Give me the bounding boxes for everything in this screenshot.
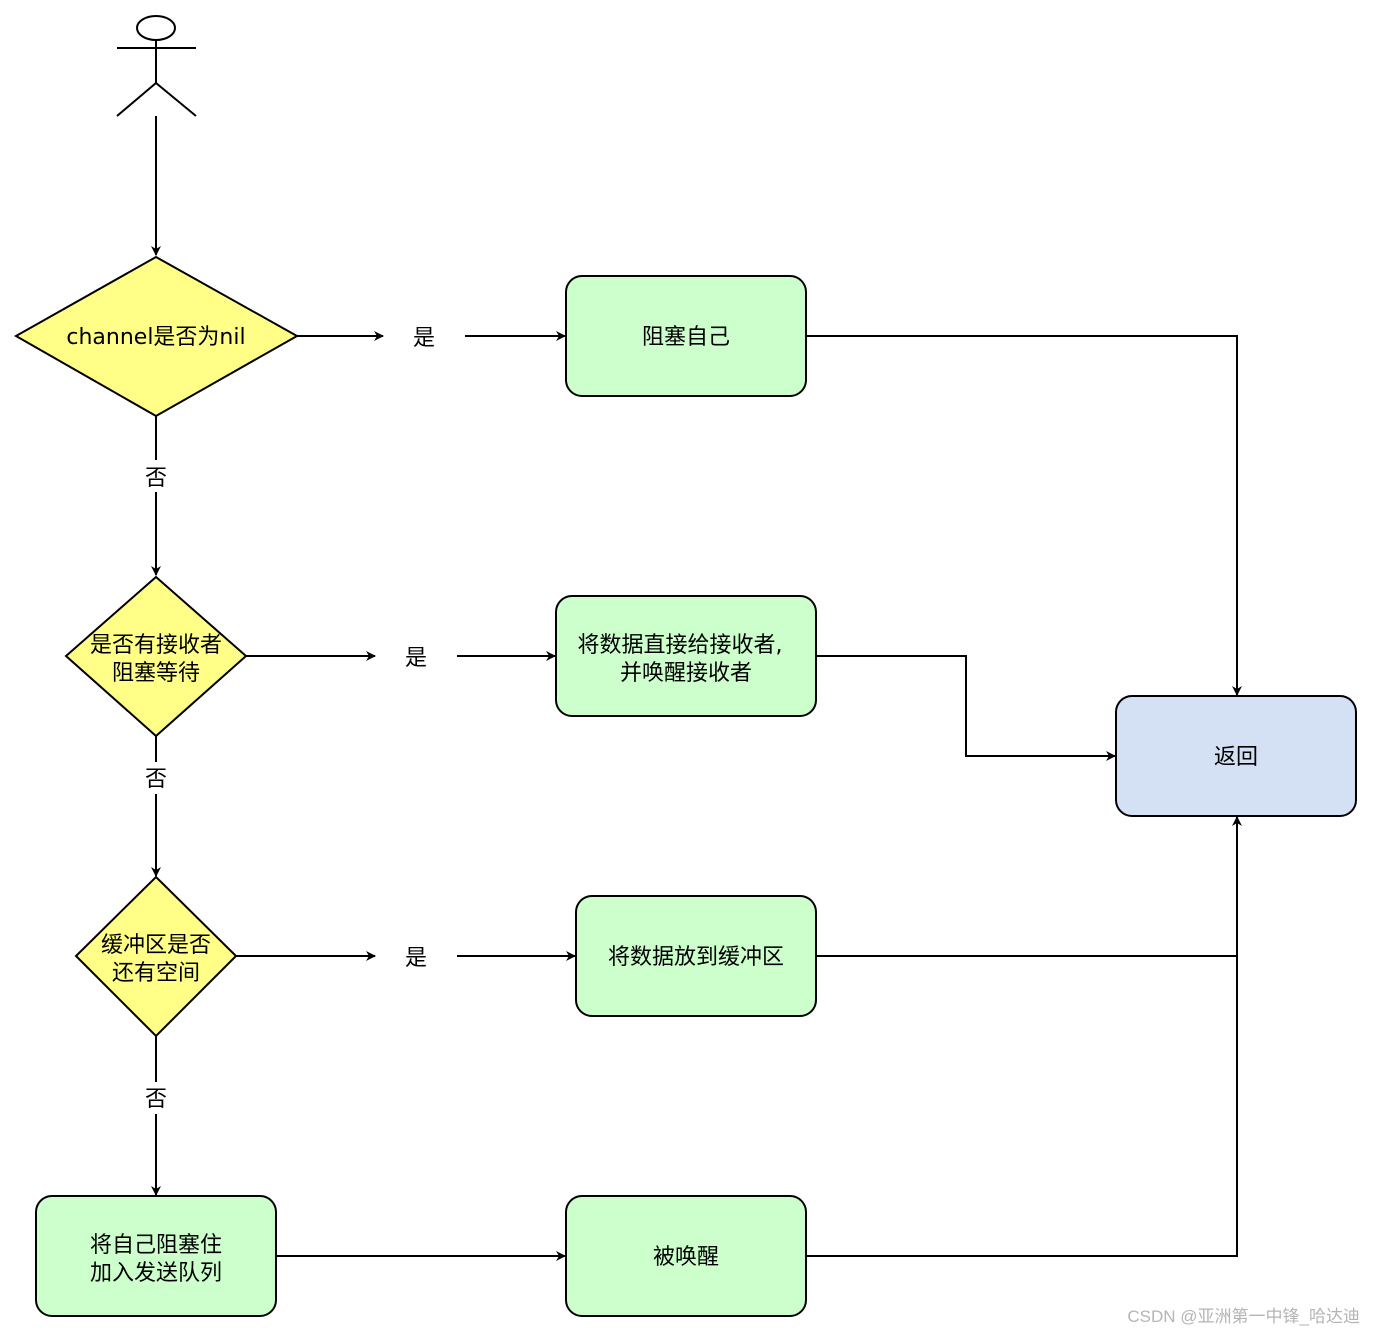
terminal-return bbox=[1115, 695, 1357, 817]
actor-icon bbox=[116, 15, 197, 117]
edge-label-no-2: 否 bbox=[145, 767, 167, 792]
process-woken-label: 被唤醒 bbox=[653, 1245, 719, 1270]
edge-direct-to-return bbox=[816, 655, 1116, 761]
process-direct-send-label-2: 并唤醒接收者 bbox=[620, 661, 752, 686]
terminal-return-label: 返回 bbox=[1214, 745, 1258, 770]
decision-buffer-space-label-1: 缓冲区是否 bbox=[101, 933, 211, 958]
edge-label-yes-2: 是 bbox=[405, 646, 427, 671]
edge-block-to-return bbox=[806, 335, 1242, 696]
edge-label-yes-1: 是 bbox=[413, 326, 435, 351]
process-enqueue-send-label-2: 加入发送队列 bbox=[90, 1261, 222, 1286]
edge-label-no-3: 否 bbox=[145, 1087, 167, 1112]
edge-woken-to-return bbox=[806, 816, 1242, 1257]
watermark: CSDN @亚洲第一中锋_哈达迪 bbox=[1127, 1307, 1360, 1326]
decision-receiver-waiting-label-2: 阻塞等待 bbox=[112, 661, 200, 686]
decision-buffer-space-label-2: 还有空间 bbox=[112, 961, 200, 986]
edge-label-yes-3: 是 bbox=[405, 946, 427, 971]
decision-receiver-waiting-label-1: 是否有接收者 bbox=[90, 633, 222, 658]
process-block-self-label: 阻塞自己 bbox=[642, 325, 730, 350]
process-enqueue-send bbox=[35, 1195, 277, 1317]
decision-buffer-space bbox=[74, 875, 238, 1038]
decision-receiver-waiting bbox=[64, 575, 248, 738]
decision-channel-nil-label: channel是否为nil bbox=[66, 325, 245, 350]
process-block-self bbox=[565, 275, 807, 397]
decision-channel-nil bbox=[13, 255, 300, 418]
process-enqueue-send-label-1: 将自己阻塞住 bbox=[90, 1233, 222, 1258]
edge-label-no-1: 否 bbox=[145, 466, 167, 491]
process-woken bbox=[565, 1195, 807, 1317]
process-put-buffer bbox=[575, 895, 817, 1017]
process-direct-send bbox=[555, 595, 817, 717]
edges bbox=[151, 116, 1242, 1261]
process-put-buffer-label: 将数据放到缓冲区 bbox=[608, 945, 784, 970]
process-direct-send-label-1: 将数据直接给接收者, bbox=[578, 633, 783, 658]
